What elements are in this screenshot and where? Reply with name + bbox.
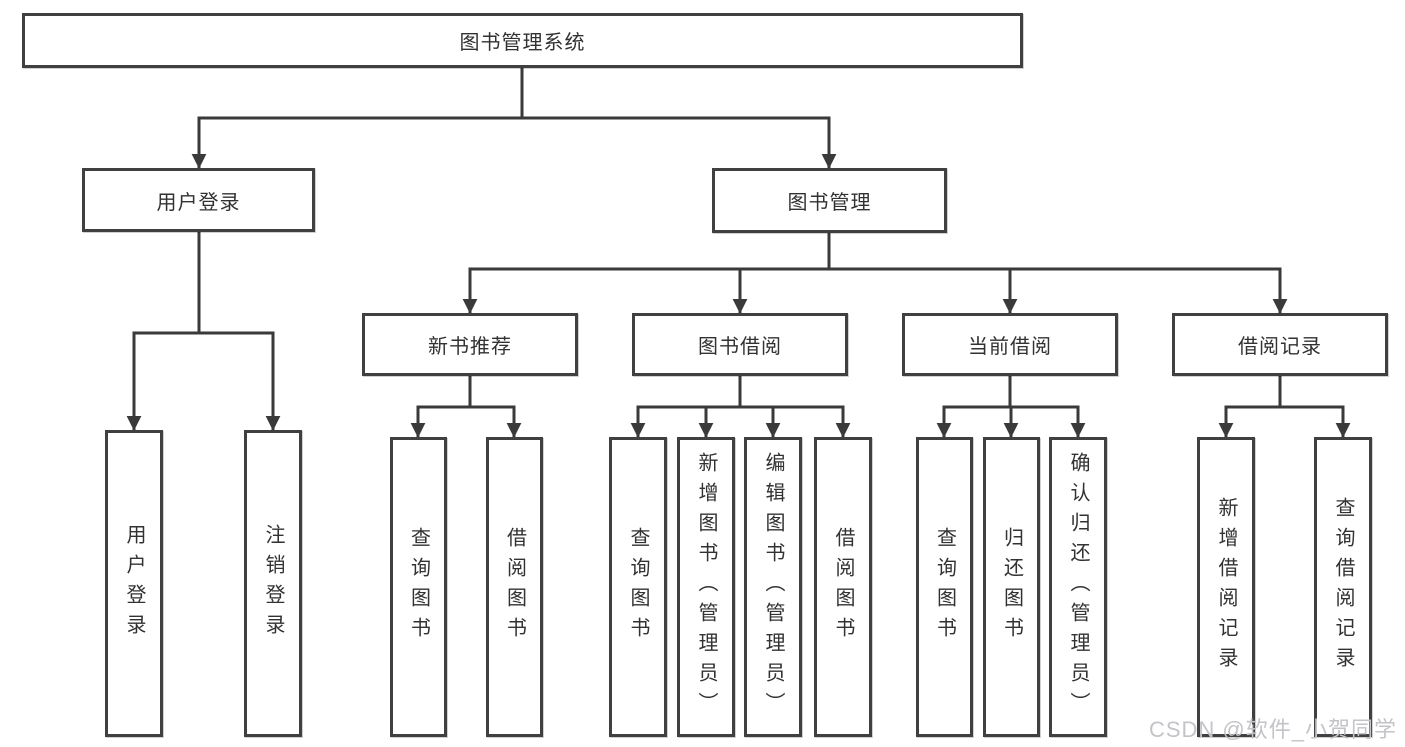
diagram-box-label: 图书借阅 — [698, 336, 782, 358]
csdn-watermark: CSDN @软件_小贺同学 — [1148, 717, 1397, 742]
connector-line — [829, 267, 1018, 314]
diagram-box-label: 新书推荐 — [428, 336, 512, 358]
diagram-box-bb-add: 新增图书（管理员） — [677, 437, 735, 737]
diagram-box-label: 用户登录 — [156, 191, 241, 214]
diagram-box-label: 新增借阅记录 — [1215, 497, 1237, 677]
diagram-box-current-borrow: 当前借阅 — [902, 313, 1118, 376]
diagram-box-logout: 注销登录 — [244, 430, 302, 737]
diagram-box-label: 借阅图书 — [832, 527, 854, 647]
diagram-box-bb-borrow: 借阅图书 — [814, 437, 872, 737]
connector-line — [410, 405, 470, 438]
diagram-box-label: 借阅图书 — [503, 527, 526, 647]
connector-line — [740, 405, 851, 438]
connector-line — [1010, 405, 1086, 438]
diagram-box-label: 注销登录 — [262, 523, 284, 644]
diagram-box-cb-query: 查询图书 — [916, 437, 973, 737]
connector-line — [470, 405, 522, 438]
diagram-box-label: 借阅记录 — [1238, 336, 1322, 358]
connector-line — [191, 116, 522, 169]
diagram-box-label: 当前借阅 — [968, 336, 1052, 358]
connector-line — [199, 331, 281, 431]
connector-line — [630, 405, 740, 438]
connector-line — [732, 267, 829, 314]
diagram-box-rec-borrow: 借阅图书 — [486, 437, 543, 737]
diagram-box-borrow-record: 借阅记录 — [1172, 313, 1388, 376]
diagram-box-label: 新增图书（管理员） — [695, 452, 717, 722]
diagram-box-cb-confirm: 确认归还（管理员） — [1049, 437, 1107, 737]
connector-line — [126, 331, 199, 431]
diagram-box-login: 用户登录 — [105, 430, 163, 737]
diagram-box-root: 图书管理系统 — [22, 13, 1023, 68]
connector-line — [936, 405, 1010, 438]
connector-line — [698, 405, 740, 438]
diagram-box-label: 查询图书 — [627, 527, 649, 647]
diagram-box-label: 用户登录 — [123, 523, 145, 644]
diagram-box-user-login: 用户登录 — [82, 168, 315, 232]
diagram-box-label: 查询借阅记录 — [1332, 497, 1354, 677]
connector-line — [462, 267, 829, 314]
diagram-box-br-query: 查询借阅记录 — [1314, 437, 1372, 737]
diagram-box-label: 确认归还（管理员） — [1067, 452, 1089, 722]
diagram-box-label: 图书管理系统 — [459, 32, 586, 54]
diagram-box-br-add: 新增借阅记录 — [1197, 437, 1255, 737]
connector-line — [1280, 405, 1351, 438]
connector-line — [1218, 405, 1280, 438]
diagram-box-rec-query: 查询图书 — [390, 437, 447, 737]
diagram-box-bb-edit: 编辑图书（管理员） — [744, 437, 802, 737]
diagram-box-book-mgmt: 图书管理 — [712, 168, 947, 233]
connector-line — [522, 116, 837, 169]
diagram-box-label: 查询图书 — [407, 527, 430, 647]
diagram-box-bb-query: 查询图书 — [609, 437, 667, 737]
connector-line — [1003, 405, 1019, 438]
diagram-box-book-borrow: 图书借阅 — [632, 313, 848, 376]
diagram-box-label: 图书管理 — [787, 192, 872, 214]
diagram-box-label: 归还图书 — [1000, 527, 1023, 647]
diagram-box-new-book-rec: 新书推荐 — [362, 313, 578, 376]
diagram-box-label: 查询图书 — [933, 527, 956, 647]
connector-line — [829, 267, 1288, 314]
connector-line — [740, 405, 781, 438]
diagram-box-cb-return: 归还图书 — [983, 437, 1040, 737]
diagram-box-label: 编辑图书（管理员） — [762, 452, 784, 722]
